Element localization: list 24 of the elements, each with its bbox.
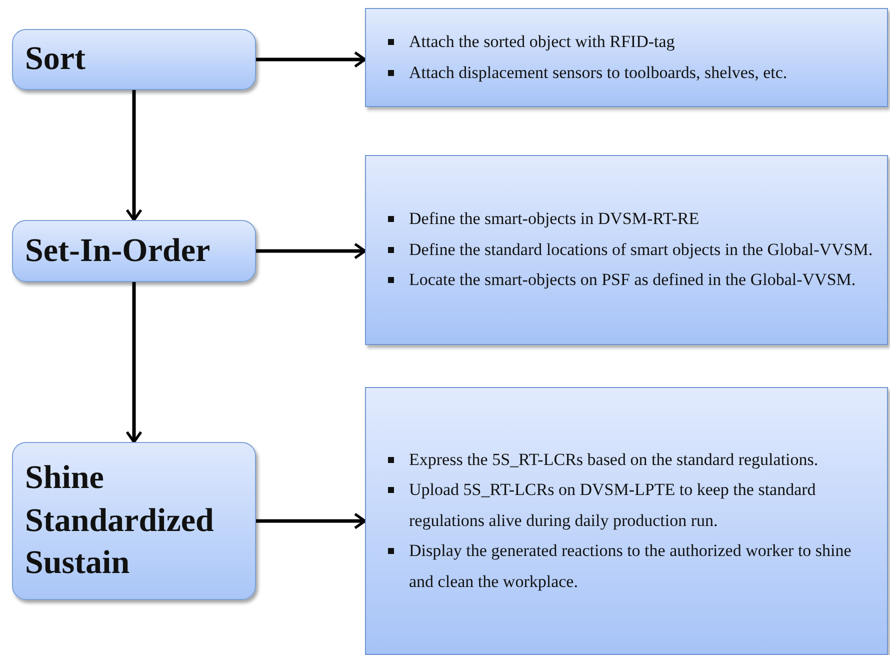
- arrow: [126, 282, 142, 444]
- step-label: Set-In-Order: [25, 232, 212, 271]
- bullet-text: Locate the smart-objects on PSF as defined in the Global-VVSM.: [409, 269, 856, 292]
- note-box: [365, 8, 888, 107]
- process-box: [12, 220, 256, 282]
- arrow: [126, 90, 142, 222]
- bullet-text: Display the generated reactions to the authorized worker to shine and clean the workplace.: [409, 540, 852, 593]
- note-box: [365, 387, 888, 655]
- bullet-text: Attach displacement sensors to toolboards, shelves, etc.: [409, 62, 788, 84]
- step-label: Sustain: [25, 544, 131, 584]
- note-box: [365, 155, 888, 345]
- arrow: [256, 51, 366, 68]
- bullet-text: Express the 5S_RT-LCRs based on the standard regulations.: [409, 448, 818, 471]
- arrow: [256, 242, 366, 260]
- arrow: [256, 512, 366, 530]
- bullet-text: Define the smart-objects in DVSM-RT-RE: [409, 208, 700, 230]
- step-label: Standardized: [25, 502, 215, 541]
- process-box: [12, 29, 256, 90]
- step-label: Shine: [25, 458, 105, 498]
- step-label: Sort: [25, 40, 86, 80]
- bullet-text: Upload 5S_RT-LCRs on DVSM-LPTE to keep the standard regulations alive during daily production run.: [409, 479, 817, 532]
- bullet-text: Attach the sorted object with RFID-tag: [409, 31, 675, 53]
- bullet-text: Define the standard locations of smart objects in the Global-VVSM.: [409, 238, 873, 261]
- process-box: [12, 442, 256, 600]
